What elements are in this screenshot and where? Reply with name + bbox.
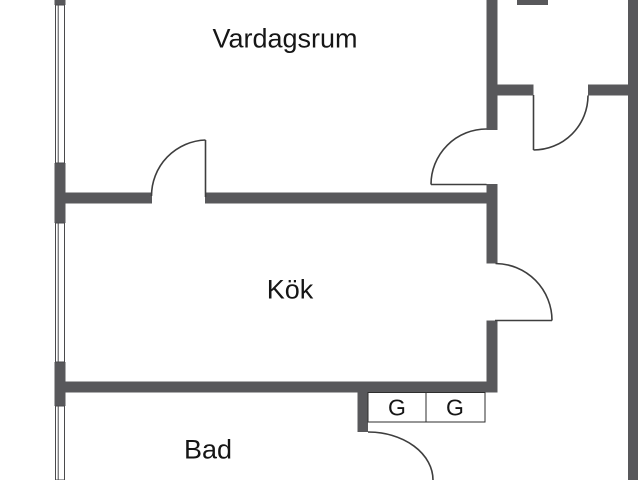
wall-top-edge-fragment bbox=[517, 0, 548, 5]
door-swing-arc-living-hall bbox=[430, 128, 487, 185]
closet-label-left: G bbox=[388, 394, 406, 421]
window-left-upper bbox=[55, 4, 65, 164]
wall-mid-vertical-top bbox=[486, 0, 498, 130]
closet-label-right: G bbox=[446, 394, 464, 421]
wall-right-exterior bbox=[628, 0, 638, 480]
closets-group bbox=[367, 392, 486, 423]
window-left-lower bbox=[55, 405, 65, 480]
room-label-bathroom: Bad bbox=[183, 434, 233, 465]
door-swing-arc-kitchen-hall bbox=[495, 262, 553, 321]
door-swing-arc-hall-top bbox=[533, 95, 589, 151]
closet-box-right bbox=[425, 392, 486, 423]
wall-living-kitchen-right bbox=[205, 192, 487, 204]
closet-box-left bbox=[367, 392, 427, 423]
door-swing-arc-bathroom bbox=[367, 431, 434, 480]
wall-bath-door-stub bbox=[357, 392, 368, 432]
doors-group bbox=[150, 95, 589, 480]
door-swing-arc-living-kitchen bbox=[150, 139, 206, 197]
wall-mid-vertical-bottom bbox=[486, 320, 498, 393]
room-label-living-room: Vardagsrum bbox=[212, 23, 358, 54]
wall-hall-right bbox=[588, 84, 628, 96]
wall-hall-stub bbox=[497, 84, 534, 96]
wall-living-kitchen-left bbox=[55, 192, 152, 204]
windows-group bbox=[55, 4, 65, 480]
window-left-middle bbox=[55, 222, 65, 363]
wall-mid-vertical-middle bbox=[486, 184, 498, 264]
wall-window-cap-top-left bbox=[54, 0, 66, 5]
wall-kitchen-bottom bbox=[55, 381, 497, 393]
room-label-kitchen: Kök bbox=[266, 274, 314, 305]
walls-group bbox=[54, 0, 638, 480]
